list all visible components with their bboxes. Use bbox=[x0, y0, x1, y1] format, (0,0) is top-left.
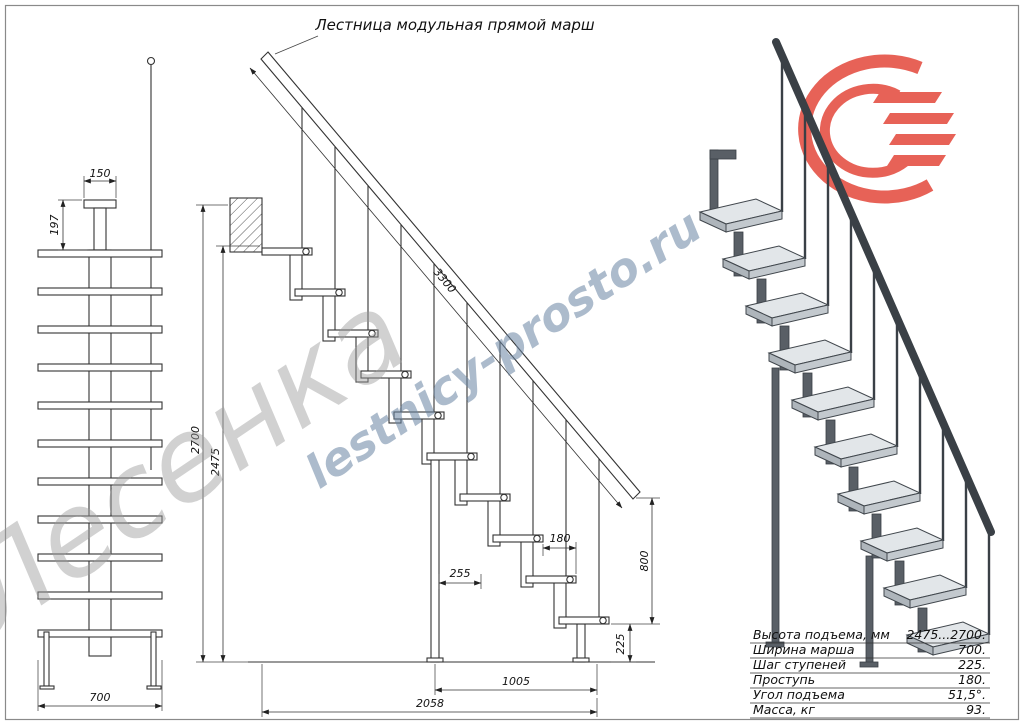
spec-label: Ширина марша bbox=[753, 642, 854, 657]
tread bbox=[525, 575, 577, 584]
front-bracket bbox=[93, 207, 107, 251]
front-foot bbox=[146, 685, 162, 690]
wall-block bbox=[229, 197, 263, 253]
svg-text:800: 800 bbox=[638, 551, 651, 572]
iso-wall-bracket-plate bbox=[709, 149, 737, 160]
tread bbox=[37, 363, 163, 372]
svg-text:150: 150 bbox=[90, 167, 111, 180]
dim-front-bracket-height: 197 bbox=[48, 199, 87, 251]
iso-handrail bbox=[772, 38, 995, 536]
tread bbox=[37, 325, 163, 334]
dim-total-run: 2058 bbox=[261, 664, 598, 717]
front-wall-plate bbox=[83, 199, 117, 209]
front-leg bbox=[150, 631, 157, 687]
sheet-border bbox=[4, 4, 1020, 721]
support-post bbox=[771, 367, 780, 645]
spec-value: 2475...2700. bbox=[906, 627, 986, 642]
tread bbox=[492, 534, 544, 543]
svg-text:197: 197 bbox=[48, 215, 61, 236]
spec-value: 180. bbox=[958, 672, 986, 687]
svg-text:1005: 1005 bbox=[502, 675, 530, 688]
logo-stripe bbox=[887, 155, 946, 166]
tread bbox=[37, 249, 163, 258]
title-leader-line bbox=[274, 35, 319, 55]
logo-inner-arc bbox=[819, 83, 909, 178]
logo-stripe bbox=[889, 134, 956, 145]
svg-text:255: 255 bbox=[450, 567, 471, 580]
spec-label: Высота подъема, мм bbox=[753, 627, 890, 642]
tread bbox=[37, 287, 163, 296]
front-leg bbox=[43, 631, 50, 687]
front-rail-cap bbox=[146, 56, 156, 66]
tread bbox=[558, 616, 610, 625]
dim-front-width: 700 bbox=[37, 660, 163, 711]
support-post bbox=[865, 555, 874, 665]
tread bbox=[261, 247, 313, 256]
spec-label: Угол подъема bbox=[753, 687, 845, 702]
dim-module-spacing: 255 bbox=[438, 567, 482, 589]
post-foot bbox=[572, 657, 590, 663]
drawing-title: Лестница модульная прямой марш bbox=[314, 16, 595, 34]
post-foot bbox=[859, 661, 879, 668]
spec-value: 225. bbox=[958, 657, 986, 672]
svg-text:225: 225 bbox=[614, 634, 627, 655]
dim-bottom-span: 1005 bbox=[434, 664, 598, 695]
dim-going: 180 bbox=[542, 532, 577, 574]
dim-height-to-top-step: 2475 bbox=[209, 245, 260, 663]
iso-view bbox=[699, 38, 995, 668]
dim-step-rise: 225 bbox=[611, 623, 636, 663]
tread bbox=[459, 493, 511, 502]
logo-stripe bbox=[873, 92, 942, 103]
side-view: 2700 2475 3300 180 255 bbox=[189, 51, 660, 717]
dim-rail-end-height: 800 bbox=[611, 497, 660, 625]
dim-front-top-width: 150 bbox=[83, 167, 117, 198]
svg-text:700: 700 bbox=[90, 691, 111, 704]
support-post bbox=[430, 459, 440, 663]
svg-text:2058: 2058 bbox=[416, 697, 444, 710]
support-post bbox=[576, 623, 586, 663]
spec-value: 51,5°. bbox=[948, 687, 986, 702]
front-foot bbox=[39, 685, 55, 690]
tread bbox=[37, 629, 163, 638]
svg-text:2700: 2700 bbox=[189, 426, 202, 454]
svg-text:2475: 2475 bbox=[209, 448, 222, 476]
logo-stripe bbox=[883, 113, 954, 124]
svg-text:180: 180 bbox=[550, 532, 571, 545]
spec-label: Шаг ступеней bbox=[753, 657, 846, 672]
tread bbox=[426, 452, 478, 461]
post-foot bbox=[426, 657, 444, 663]
spec-value: 93. bbox=[966, 702, 986, 717]
spec-label: Проступь bbox=[753, 672, 815, 687]
spec-table: Высота подъема, мм 2475...2700. Ширина м… bbox=[750, 627, 990, 719]
post-foot bbox=[765, 641, 785, 648]
spec-label: Масса, кг bbox=[753, 702, 815, 717]
front-view: 150 197 700 bbox=[37, 56, 163, 711]
spec-value: 700. bbox=[958, 642, 986, 657]
